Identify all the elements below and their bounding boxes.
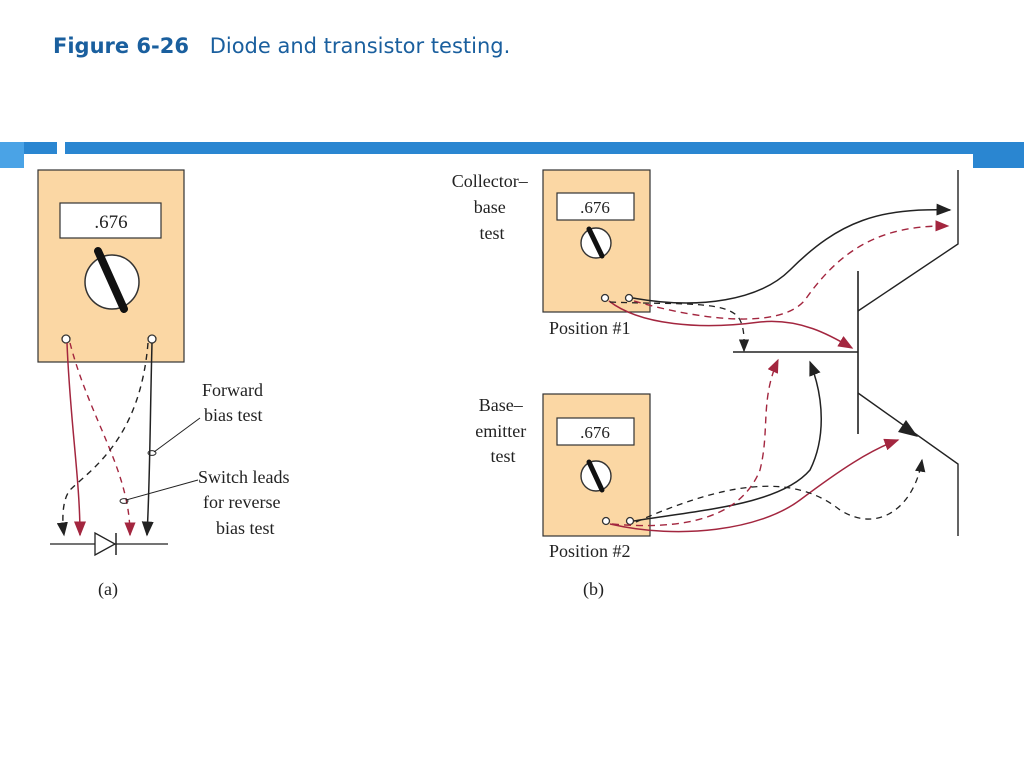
reverse-red-lead — [69, 342, 136, 537]
panel-b: Collector– base test Base– emitter test … — [452, 169, 959, 600]
forward-black-lead — [141, 342, 154, 537]
multimeter-b1-display — [556, 192, 635, 221]
base-emitter-label: Base– emitter test — [475, 395, 530, 466]
cb-red-lead — [608, 300, 854, 349]
forward-bias-label: Forward bias test — [202, 380, 268, 425]
transistor-emitter-lead — [857, 392, 959, 536]
multimeter-a-jack-right — [147, 334, 157, 344]
multimeter-b1-jack-left — [600, 293, 610, 303]
figure-caption: Diode and transistor testing. — [209, 34, 511, 58]
forward-red-lead — [66, 342, 86, 537]
panel-a-label: (a) — [98, 579, 118, 600]
position-1-label: Position #1 — [549, 318, 631, 338]
cb-black-reverse-lead — [609, 301, 750, 353]
diode-symbol — [94, 531, 117, 557]
multimeter-b2-jack-right — [625, 516, 635, 526]
multimeter-b1-reading: .676 — [580, 198, 610, 217]
collector-base-label: Collector– base test — [452, 171, 532, 243]
cb-red-reverse-lead — [633, 220, 950, 320]
forward-callout-marker — [147, 450, 157, 456]
figure-number: Figure 6-26 — [53, 34, 189, 58]
transistor-collector-lead — [857, 170, 959, 312]
multimeter-a-reading: .676 — [94, 212, 127, 233]
multimeter-b1-dial-pointer — [586, 226, 605, 259]
header-band-accent — [0, 142, 24, 168]
switch-callout-line — [125, 479, 199, 501]
multimeter-b1-jack-right — [624, 293, 634, 303]
be-black-lead — [633, 360, 822, 522]
slide-title: Figure 6-26 Diode and transistor testing… — [53, 34, 510, 58]
multimeter-b2-jack-left — [601, 516, 611, 526]
panel-b-label: (b) — [583, 579, 604, 600]
reverse-black-lead — [56, 342, 149, 537]
cb-black-lead — [632, 203, 952, 304]
multimeter-b2-reading: .676 — [580, 423, 610, 442]
multimeter-b2-display — [556, 417, 635, 446]
switch-callout-marker — [119, 498, 129, 504]
multimeter-a-jack-left — [61, 334, 71, 344]
be-red-lead — [609, 438, 900, 533]
multimeter-a-dial-pointer — [94, 247, 128, 313]
be-red-reverse-lead — [611, 358, 779, 527]
switch-leads-label: Switch leads for reverse bias test — [198, 467, 294, 538]
transistor-emitter-arrow — [898, 420, 918, 437]
multimeter-a-display — [59, 202, 162, 239]
be-black-reverse-lead — [635, 458, 926, 523]
panel-a: .676 Forward bias test Switch leads for … — [37, 169, 294, 600]
position-2-label: Position #2 — [549, 541, 631, 561]
forward-callout-line — [153, 417, 201, 453]
multimeter-b2-dial-pointer — [586, 459, 605, 493]
